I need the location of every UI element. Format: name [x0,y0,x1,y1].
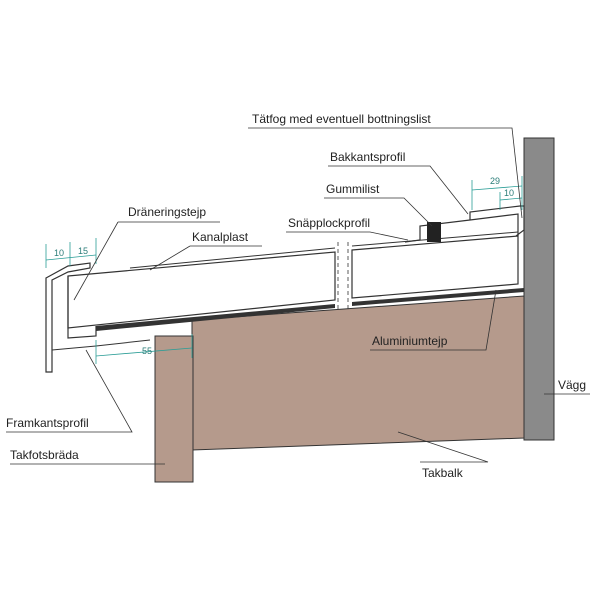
label-takfotsbrada: Takfotsbräda [10,448,79,462]
label-vagg: Vägg [558,378,586,392]
rafter [191,295,525,451]
label-tatfog: Tätfog med eventuell bottningslist [252,112,431,126]
label-bakkantsprofil: Bakkantsprofil [330,150,405,164]
front-edge-inner [67,276,97,339]
label-draneringstejp: Dräneringstejp [128,205,206,219]
front-edge-profile [45,262,91,373]
fascia-board [154,335,194,483]
dim-front-b: 15 [78,246,88,256]
label-snapplockprofil: Snäpplockprofil [288,216,370,230]
label-gummilist: Gummilist [326,182,380,196]
dim-front-a: 10 [54,248,64,258]
panel-top-line [129,247,336,269]
label-aluminiumtejp: Aluminiumtejp [372,334,448,348]
label-kanalplast: Kanalplast [192,230,249,244]
label-framkantsprofil: Framkantsprofil [6,416,89,430]
label-takbalk: Takbalk [422,466,464,480]
dim-back-b: 10 [504,188,514,198]
snap-lock-profile [404,213,519,243]
back-edge-profile [469,205,525,237]
wall [523,137,555,441]
dim-back-a: 29 [490,176,500,186]
rubber-seal [427,222,441,242]
dim-front-c: 55 [142,346,152,356]
polycarbonate-panel-right [351,235,519,299]
aluminium-tape-right [352,288,524,306]
front-edge-bottom [51,339,151,351]
aluminium-tape-left [96,304,335,331]
